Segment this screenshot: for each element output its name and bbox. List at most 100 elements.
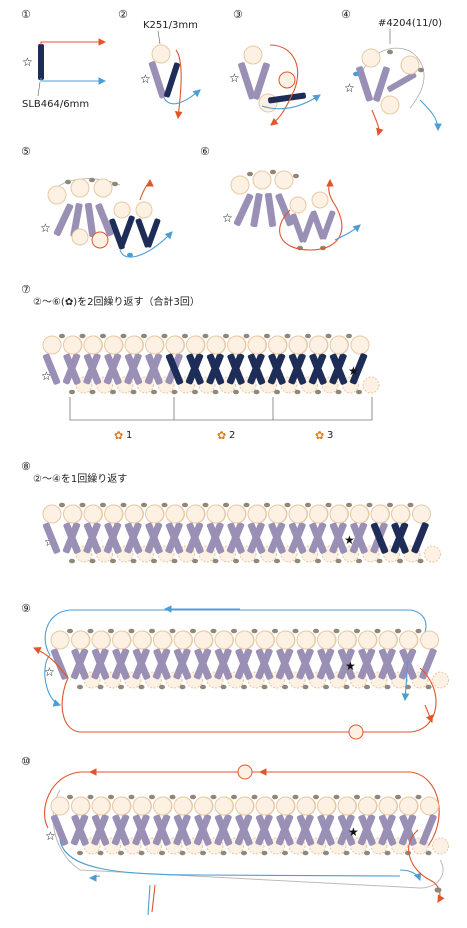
- bugle-bead: [83, 353, 102, 385]
- seed-bead: [69, 558, 75, 564]
- thread-blue: [261, 94, 321, 110]
- pearl-bead: [124, 335, 144, 355]
- bugle-bead: [112, 648, 130, 680]
- seed-bead: [151, 389, 157, 395]
- pearl-bead: [91, 630, 111, 650]
- step-6: ⑥ ☆: [200, 145, 361, 251]
- seed-bead: [67, 628, 73, 634]
- bugle-bead: [165, 353, 184, 385]
- end-star-7: ★: [348, 364, 359, 378]
- pearl-bead: [173, 796, 193, 816]
- seed-bead: [161, 333, 168, 339]
- seed-bead: [100, 502, 106, 508]
- seed-bead: [335, 389, 342, 395]
- seed-bead: [179, 684, 186, 690]
- pearl-bead: [194, 796, 213, 816]
- seed-bead: [231, 628, 237, 634]
- seed-bead: [425, 684, 432, 690]
- bugle-bead: [391, 522, 409, 554]
- pearl-bead: [247, 335, 267, 355]
- end-star-8: ★: [344, 533, 355, 547]
- bugle-bead: [329, 353, 348, 385]
- step-7: ⑦ ②～⑥(✿)を2回繰り返す（合計3回） ☆ ★ ✿ 1 ✿ 2 ✿ 3: [21, 283, 380, 442]
- seed-bead: [354, 794, 360, 800]
- pearl-bead: [317, 630, 336, 650]
- pearl-bead: [165, 504, 185, 524]
- seed-bead: [77, 850, 83, 856]
- pearl-bead: [235, 630, 254, 650]
- bugle-bead: [194, 648, 212, 680]
- seed-bead: [97, 684, 104, 690]
- bugle-bead: [356, 66, 373, 102]
- leader-line: [37, 81, 41, 97]
- bugle-bead: [164, 62, 180, 98]
- seed-bead: [376, 558, 383, 564]
- thread-blue: [419, 99, 442, 132]
- thread-blue: [334, 224, 361, 241]
- thread-red: [40, 38, 107, 46]
- bugle-bead: [276, 814, 294, 846]
- pearl-bead: [420, 630, 439, 650]
- seed-bead: [364, 684, 370, 690]
- seed-bead: [182, 333, 188, 339]
- thread-blue: [59, 839, 401, 877]
- pearl-bead: [412, 504, 431, 524]
- seed-bead: [171, 389, 178, 395]
- seed-bead: [292, 628, 299, 634]
- bugle-bead: [112, 814, 130, 846]
- pearl-bead: [288, 335, 308, 355]
- thread-blue: [399, 869, 422, 882]
- bugle-bead: [350, 522, 368, 554]
- pearl-bead: [227, 335, 246, 355]
- step-10: ⑩ ☆ ★: [21, 755, 449, 916]
- step-5-number: ⑤: [21, 145, 31, 158]
- bugle-bead: [153, 648, 171, 680]
- bugle-bead: [194, 814, 212, 846]
- pearl-bead: [378, 796, 398, 816]
- pearl-bead: [358, 796, 377, 816]
- pearl-bead: [391, 504, 410, 524]
- seed-bead: [110, 389, 116, 395]
- bugle-bead: [296, 814, 315, 846]
- thread-red: [139, 178, 154, 201]
- step-6-number: ⑥: [200, 145, 210, 158]
- seed-bead: [343, 850, 350, 856]
- pearl-bead: [214, 796, 234, 816]
- pearl-bead: [358, 630, 377, 650]
- seed-bead: [231, 794, 237, 800]
- bugle-bead: [214, 648, 233, 680]
- seed-bead: [354, 628, 360, 634]
- seed-bead: [294, 558, 301, 564]
- bugle-bead: [91, 648, 110, 680]
- pearl-bead: [153, 630, 172, 650]
- seed-bead: [397, 558, 403, 564]
- seed-bead: [315, 389, 321, 395]
- pearl-bead: [42, 335, 62, 355]
- pearl-bead: [329, 504, 349, 524]
- seed-bead: [159, 850, 165, 856]
- pearl-bead: [235, 796, 254, 816]
- seed-bead: [141, 502, 147, 508]
- bugle-bead: [252, 62, 270, 100]
- bugle-bead: [206, 522, 225, 554]
- bugle-bead: [255, 814, 274, 846]
- bugle-bead: [309, 353, 327, 385]
- label-4204: #4204(11/0): [378, 18, 442, 29]
- bugle-bead: [63, 522, 81, 554]
- bugle-bead: [186, 353, 204, 385]
- pearl-bead: [214, 630, 234, 650]
- pearl-bead: [370, 504, 390, 524]
- pearl-bead: [227, 504, 246, 524]
- thread-red: [32, 647, 437, 733]
- pearl-bead: [420, 796, 439, 816]
- seed-bead: [395, 628, 401, 634]
- bugle-bead: [349, 353, 368, 385]
- seed-bead: [364, 850, 370, 856]
- seed-bead: [141, 333, 147, 339]
- bugle-bead: [124, 353, 143, 385]
- seed-bead: [302, 850, 309, 856]
- thread-blue: [88, 874, 101, 882]
- flower-icon: ✿: [217, 429, 226, 442]
- pearl-bead: [165, 335, 185, 355]
- seed-bead: [108, 628, 114, 634]
